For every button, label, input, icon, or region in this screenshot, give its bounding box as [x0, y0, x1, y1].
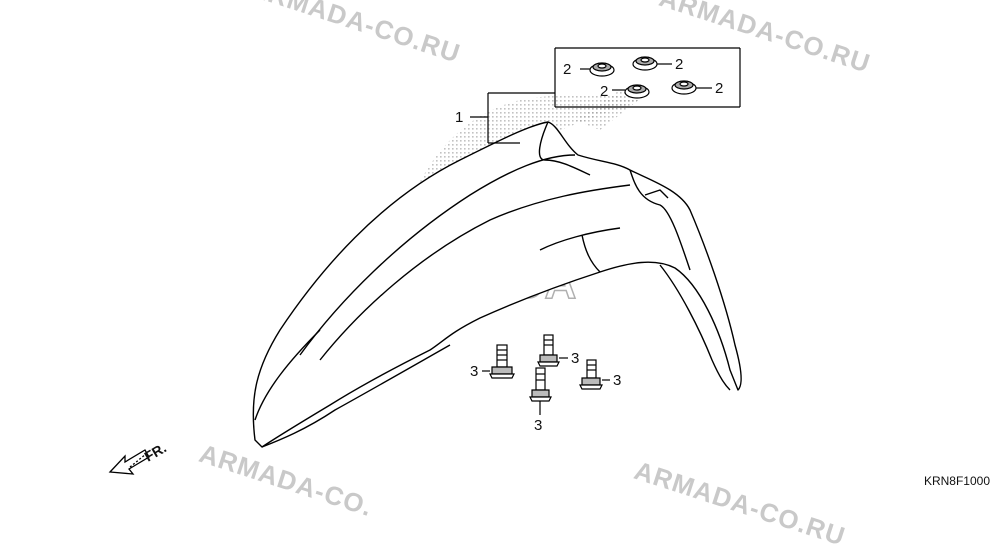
bolt-icon: [537, 334, 568, 367]
parts-diagram: ARMADA-CO.RU ARMADA-CO.RU ARMADA-CO. ARM…: [108, 0, 990, 552]
diagram-code: KRN8F1000: [923, 474, 990, 488]
callout-grommet: 2: [563, 61, 572, 78]
grommet-icon: [632, 56, 672, 71]
callout-fender: 1: [455, 109, 464, 126]
grommet-icon: [580, 62, 615, 77]
callout-bolt: 3: [571, 350, 580, 367]
callout-grommet: 2: [715, 80, 724, 97]
bolt-set: [482, 334, 610, 415]
bolt-icon: [579, 359, 610, 390]
callout-bolt: 3: [613, 372, 622, 389]
bolt-icon: [482, 344, 515, 379]
fender-leader-lines: [470, 47, 741, 144]
front-direction-arrow-icon: [108, 449, 150, 475]
callout-bolt: 3: [534, 417, 543, 434]
grommet-set: [580, 56, 712, 99]
callout-bolt: 3: [470, 363, 479, 380]
front-fender: [252, 121, 742, 448]
callout-grommet: 2: [675, 56, 684, 73]
diagram-drawing: HONDA: [108, 47, 742, 475]
grommet-icon: [612, 84, 650, 99]
callout-grommet: 2: [600, 83, 609, 100]
bolt-icon: [529, 367, 552, 415]
grommet-icon: [671, 80, 712, 95]
